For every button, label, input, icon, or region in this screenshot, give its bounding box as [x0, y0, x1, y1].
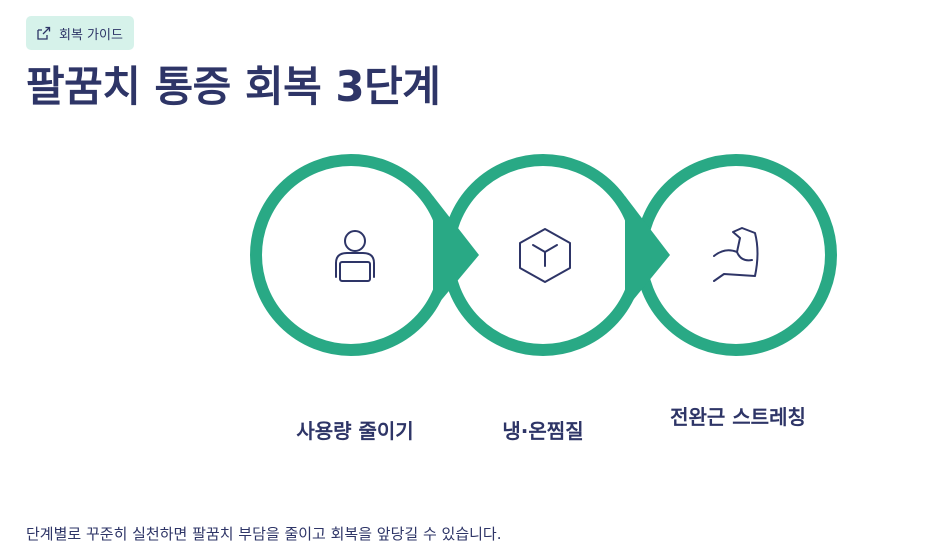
- cube-icon: [519, 228, 571, 283]
- guide-badge: 회복 가이드: [26, 16, 134, 50]
- step-1-label: 사용량 줄이기: [296, 419, 414, 443]
- step-2-label: 냉·온찜질: [502, 419, 584, 443]
- step-1-ring: [250, 154, 452, 356]
- arrow-1-to-2: [433, 196, 479, 310]
- footer-note: 단계별로 꾸준히 실천하면 팔꿈치 부담을 줄이고 회복을 앞당길 수 있습니다…: [26, 525, 502, 543]
- flexed-arm-icon: [713, 227, 759, 282]
- arrow-2-to-3: [625, 196, 670, 310]
- share-icon: [37, 26, 51, 40]
- laptop-user-icon: [335, 230, 375, 282]
- badge-label: 회복 가이드: [59, 27, 123, 43]
- page-title: 팔꿈치 통증 회복 3단계: [26, 62, 441, 111]
- step-3-label: 전완근 스트레칭: [670, 405, 806, 429]
